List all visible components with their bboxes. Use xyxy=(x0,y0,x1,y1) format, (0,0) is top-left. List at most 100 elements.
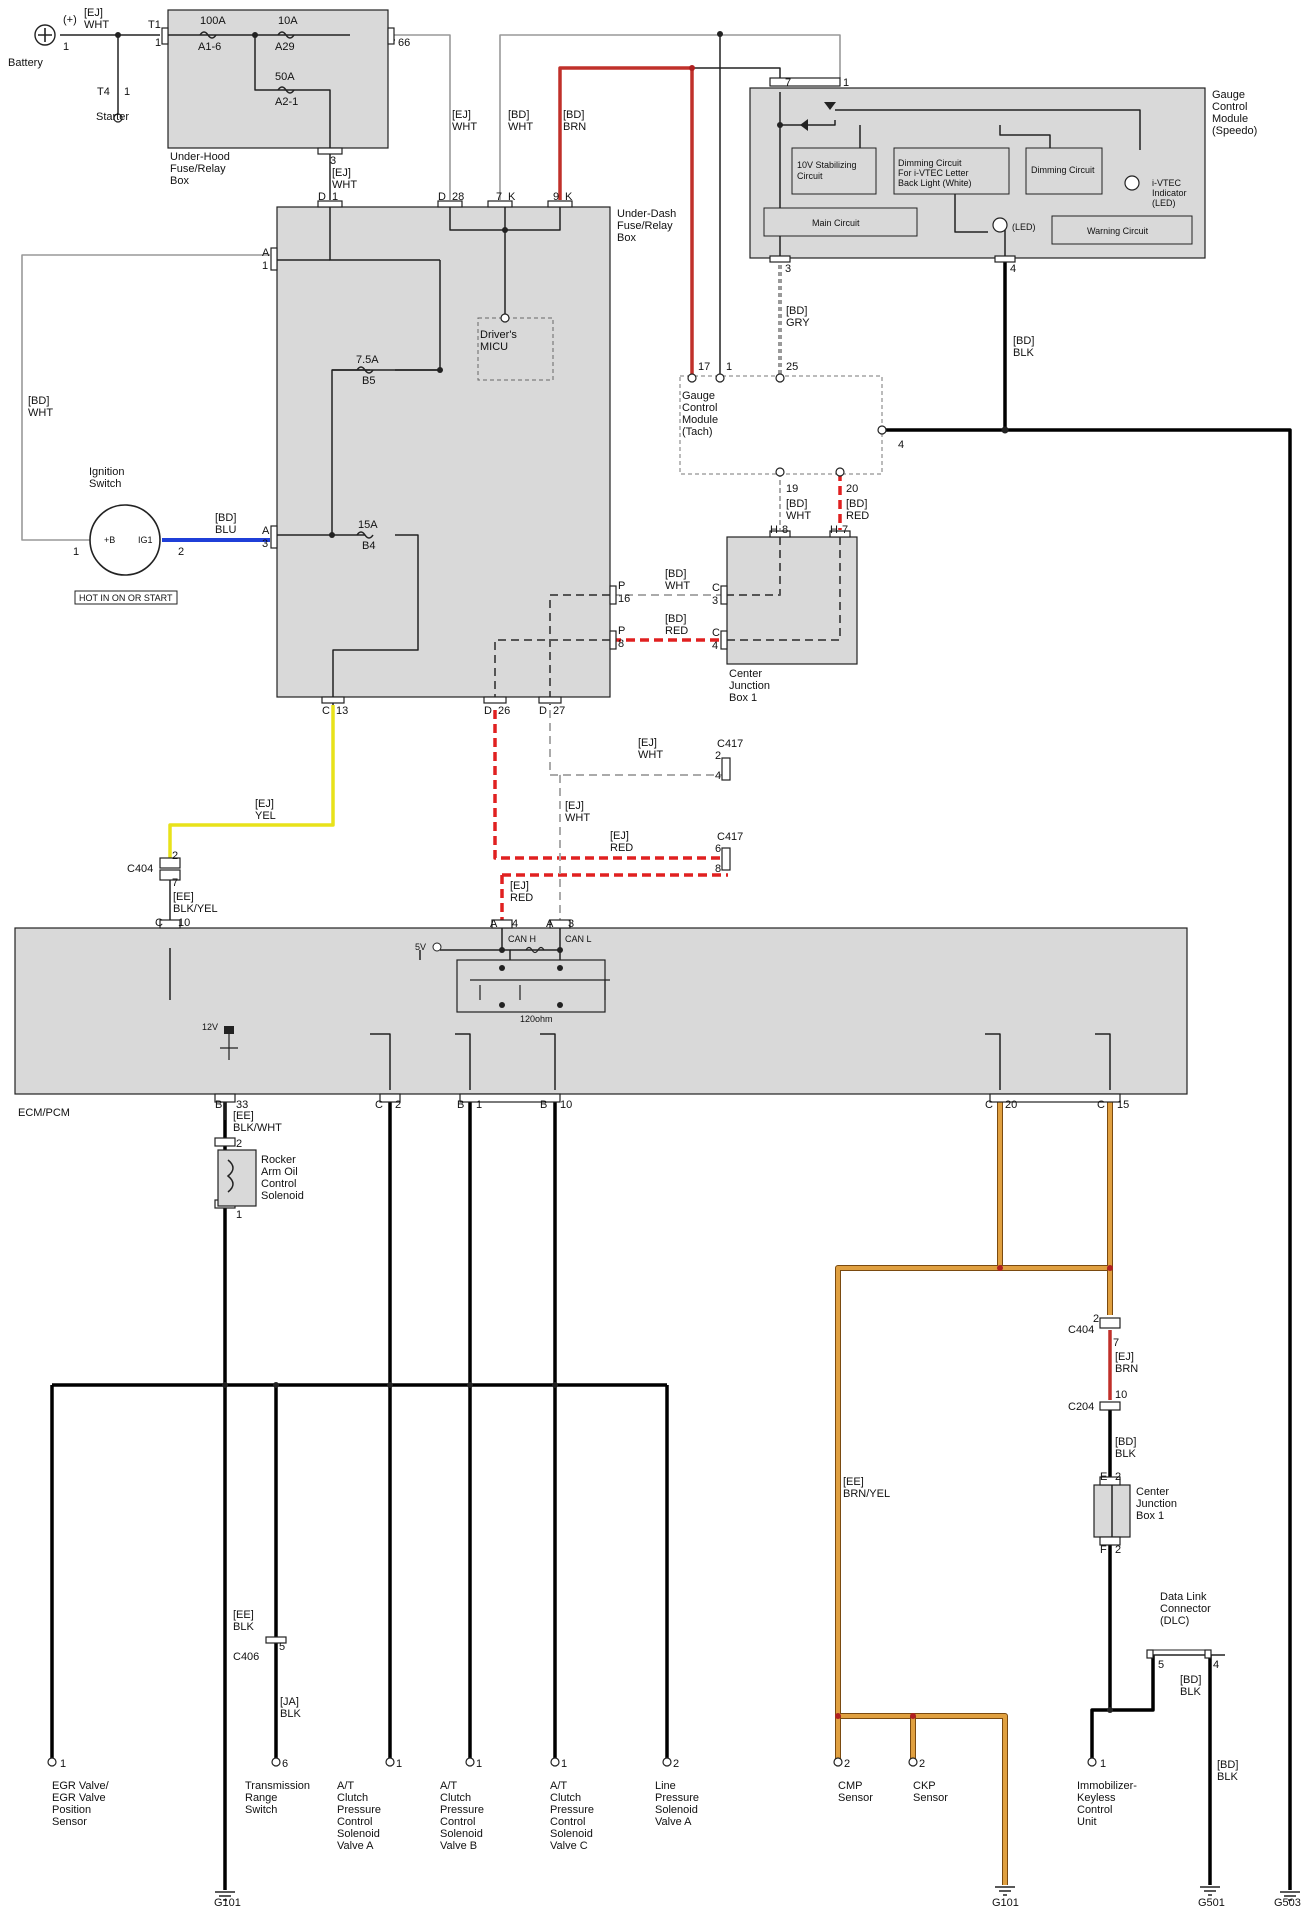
svg-text:9: 9 xyxy=(553,191,559,203)
svg-text:D: D xyxy=(484,705,492,717)
svg-text:2: 2 xyxy=(919,1758,925,1770)
svg-text:10A: 10A xyxy=(278,15,298,27)
svg-text:Valve C: Valve C xyxy=(550,1840,588,1852)
svg-text:1: 1 xyxy=(396,1758,402,1770)
svg-text:[EE]: [EE] xyxy=(233,1609,254,1621)
svg-text:3: 3 xyxy=(712,595,718,607)
svg-text:[BD]: [BD] xyxy=(1180,1674,1201,1686)
svg-text:BLK: BLK xyxy=(233,1621,254,1633)
svg-text:EGR Valve: EGR Valve xyxy=(52,1792,106,1804)
svg-text:Driver's: Driver's xyxy=(480,329,517,341)
svg-text:Under-Dash: Under-Dash xyxy=(617,208,676,220)
svg-text:CAN H: CAN H xyxy=(508,934,536,944)
svg-text:4: 4 xyxy=(1010,263,1016,275)
svg-text:2: 2 xyxy=(673,1758,679,1770)
svg-text:Module: Module xyxy=(682,414,718,426)
svg-text:F: F xyxy=(1100,1544,1107,1556)
svg-text:8: 8 xyxy=(782,524,788,536)
svg-text:2: 2 xyxy=(178,546,184,558)
starter-pin: 1 xyxy=(124,86,130,98)
svg-text:[EE]: [EE] xyxy=(843,1476,864,1488)
svg-text:P: P xyxy=(618,625,625,637)
svg-text:WHT: WHT xyxy=(665,580,690,592)
svg-text:C417: C417 xyxy=(717,831,743,843)
svg-text:4: 4 xyxy=(1213,1659,1219,1671)
svg-text:Pressure: Pressure xyxy=(550,1804,594,1816)
svg-text:RED: RED xyxy=(510,892,533,904)
svg-text:2: 2 xyxy=(1115,1471,1121,1483)
svg-text:33: 33 xyxy=(236,1099,248,1111)
svg-text:[EJ]: [EJ] xyxy=(84,7,103,19)
svg-text:27: 27 xyxy=(553,705,565,717)
svg-text:Box: Box xyxy=(617,232,636,244)
svg-text:20: 20 xyxy=(846,483,858,495)
svg-text:C404: C404 xyxy=(1068,1324,1094,1336)
svg-text:B: B xyxy=(457,1099,464,1111)
svg-text:2: 2 xyxy=(1093,1313,1099,1325)
svg-text:Under-Hood: Under-Hood xyxy=(170,151,230,163)
svg-text:WHT: WHT xyxy=(28,407,53,419)
svg-text:Solenoid: Solenoid xyxy=(261,1190,304,1202)
svg-text:15: 15 xyxy=(1117,1099,1129,1111)
svg-text:Control: Control xyxy=(337,1816,372,1828)
svg-text:Position: Position xyxy=(52,1804,91,1816)
stabilizing-circuit xyxy=(791,147,877,195)
svg-text:12V: 12V xyxy=(202,1022,218,1032)
svg-text:K: K xyxy=(565,191,573,203)
svg-text:1: 1 xyxy=(155,37,161,49)
svg-text:4: 4 xyxy=(715,770,721,782)
svg-text:[BD]: [BD] xyxy=(1013,335,1034,347)
svg-text:BLK: BLK xyxy=(1217,1771,1238,1783)
svg-text:(Tach): (Tach) xyxy=(682,426,713,438)
svg-text:Solenoid: Solenoid xyxy=(550,1828,593,1840)
svg-text:G101: G101 xyxy=(992,1897,1019,1909)
warning-circuit xyxy=(1051,215,1193,245)
svg-text:1: 1 xyxy=(262,260,268,272)
svg-text:A/T: A/T xyxy=(337,1780,354,1792)
ecm-pcm-label: ECM/PCM xyxy=(18,1107,70,1119)
svg-text:(Speedo): (Speedo) xyxy=(1212,125,1257,137)
svg-text:Rocker: Rocker xyxy=(261,1154,296,1166)
svg-text:Line: Line xyxy=(655,1780,676,1792)
svg-text:WHT: WHT xyxy=(452,121,477,133)
svg-text:1: 1 xyxy=(476,1758,482,1770)
svg-text:Valve B: Valve B xyxy=(440,1840,477,1852)
solenoid-valve-c: 1 A/T Clutch Pressure Control Solenoid V… xyxy=(550,1758,594,1852)
svg-text:WHT: WHT xyxy=(638,749,663,761)
svg-text:i-VTEC: i-VTEC xyxy=(1152,178,1182,188)
svg-text:5V: 5V xyxy=(415,942,426,952)
svg-text:C: C xyxy=(985,1099,993,1111)
svg-text:[BD]: [BD] xyxy=(665,613,686,625)
svg-text:Control: Control xyxy=(550,1816,585,1828)
svg-text:+B: +B xyxy=(104,535,115,545)
svg-text:7: 7 xyxy=(1113,1337,1119,1349)
svg-text:RED: RED xyxy=(846,510,869,522)
svg-text:2: 2 xyxy=(172,850,178,862)
svg-text:BRN: BRN xyxy=(563,121,586,133)
svg-text:3: 3 xyxy=(568,918,574,930)
svg-text:C: C xyxy=(712,627,720,639)
svg-text:Valve A: Valve A xyxy=(655,1816,692,1828)
svg-text:A: A xyxy=(490,918,498,930)
cmp-sensor: 2 CMP Sensor xyxy=(838,1758,873,1804)
svg-text:[BD]: [BD] xyxy=(846,498,867,510)
svg-text:13: 13 xyxy=(336,705,348,717)
svg-text:[JA]: [JA] xyxy=(280,1696,299,1708)
svg-text:1: 1 xyxy=(843,77,849,89)
svg-text:A29: A29 xyxy=(275,41,295,53)
svg-text:Gauge: Gauge xyxy=(1212,89,1245,101)
svg-text:Main Circuit: Main Circuit xyxy=(812,218,860,228)
svg-text:[BD]: [BD] xyxy=(508,109,529,121)
svg-text:A: A xyxy=(262,525,270,537)
svg-text:Dimming Circuit: Dimming Circuit xyxy=(898,158,962,168)
svg-text:25: 25 xyxy=(786,361,798,373)
svg-text:Indicator: Indicator xyxy=(1152,188,1187,198)
svg-text:WHT: WHT xyxy=(565,812,590,824)
svg-text:10: 10 xyxy=(560,1099,572,1111)
svg-text:BLK: BLK xyxy=(1180,1686,1201,1698)
ecm-pcm-box xyxy=(14,927,1188,1095)
drivers-micu-box xyxy=(477,317,554,381)
svg-text:CAN L: CAN L xyxy=(565,934,592,944)
svg-text:EGR Valve/: EGR Valve/ xyxy=(52,1780,110,1792)
immobilizer-unit: 1 Immobilizer- Keyless Control Unit xyxy=(1077,1758,1137,1828)
